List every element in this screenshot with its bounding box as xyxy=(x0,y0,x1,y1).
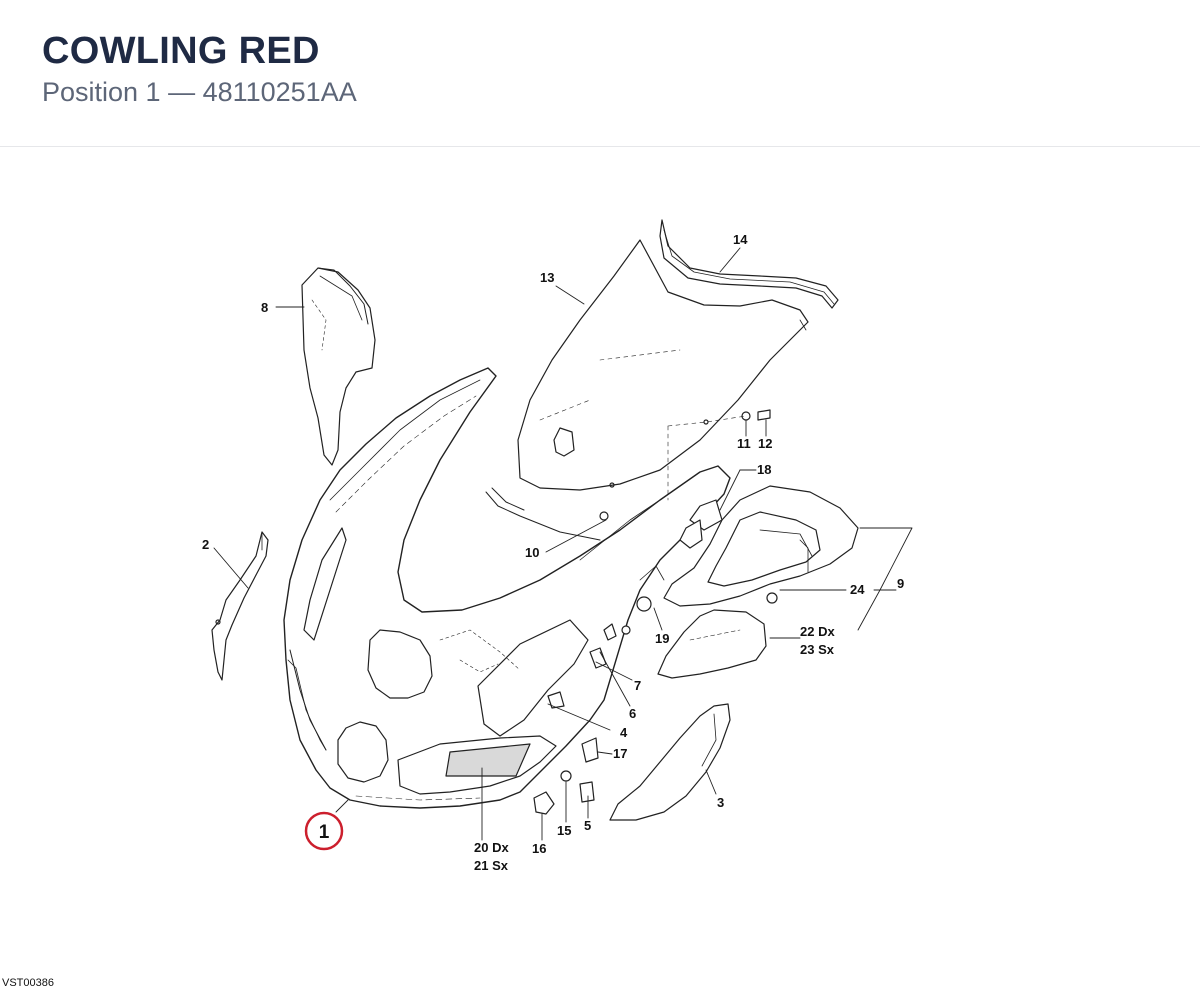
callout-10: 10 xyxy=(525,545,539,560)
callout-16: 16 xyxy=(532,841,546,856)
callout-18: 18 xyxy=(757,462,771,477)
callout-3: 3 xyxy=(717,795,724,810)
callout-23: 23 Sx xyxy=(800,642,835,657)
callout-14: 14 xyxy=(733,232,748,247)
callout-19: 19 xyxy=(655,631,669,646)
page-header: COWLING RED Position 1 — 48110251AA xyxy=(0,0,1200,147)
callout-17: 17 xyxy=(613,746,627,761)
exploded-parts-diagram: 8 2 3 4 5 6 7 13 14 10 11 12 17 15 16 20… xyxy=(0,146,1200,991)
callout-8: 8 xyxy=(261,300,268,315)
part-2-trim[interactable] xyxy=(211,531,269,681)
callout-11: 11 xyxy=(737,436,751,451)
hardware-fasteners xyxy=(533,409,778,815)
part-8-side-panel[interactable] xyxy=(301,267,376,466)
callout-4: 4 xyxy=(620,725,628,740)
callout-21: 21 Sx xyxy=(474,858,509,873)
page-title: COWLING RED xyxy=(42,30,320,72)
diagram-code: VST00386 xyxy=(2,977,54,989)
part-3-side-panel[interactable] xyxy=(609,703,731,821)
callout-12: 12 xyxy=(758,436,772,451)
part-13-windscreen[interactable] xyxy=(517,239,809,491)
leader-lines xyxy=(213,247,913,841)
callout-15: 15 xyxy=(557,823,571,838)
part-1-main-fairing[interactable] xyxy=(283,367,731,809)
part-9-mirror-assembly[interactable] xyxy=(663,485,859,607)
callout-1: 1 xyxy=(319,822,330,843)
part-14-seal[interactable] xyxy=(659,219,839,309)
callout-2: 2 xyxy=(202,537,209,552)
page-subtitle: Position 1 — 48110251AA xyxy=(42,77,357,107)
callout-7: 7 xyxy=(634,678,641,693)
callout-13: 13 xyxy=(540,270,554,285)
part-22-23-mirror-glass[interactable] xyxy=(657,609,767,679)
callout-22: 22 Dx xyxy=(800,624,835,639)
callout-24: 24 xyxy=(850,582,865,597)
callout-20: 20 Dx xyxy=(474,840,509,855)
callout-6: 6 xyxy=(629,706,636,721)
callout-1-highlight[interactable]: 1 xyxy=(304,811,344,851)
callout-5: 5 xyxy=(584,818,591,833)
callout-9: 9 xyxy=(897,576,904,591)
part-10-wiring[interactable] xyxy=(485,487,609,541)
